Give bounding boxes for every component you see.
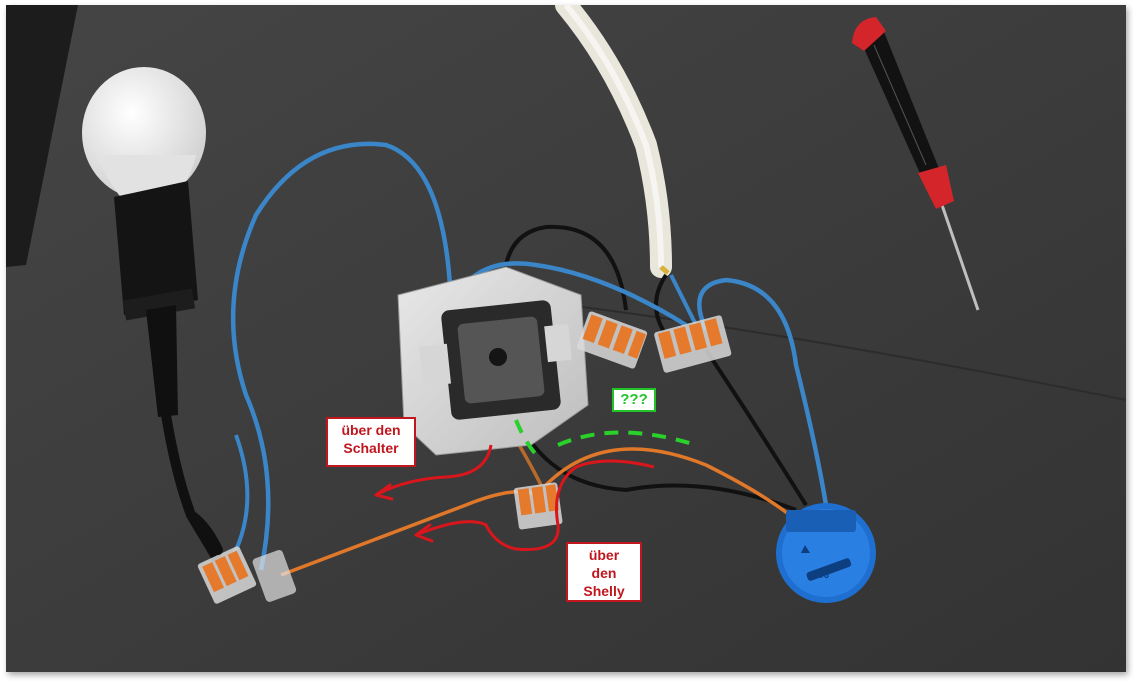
mat-edge-shadow — [6, 5, 78, 267]
mat-crease — [565, 304, 1126, 401]
red-arrow-switch — [374, 444, 493, 501]
wago-connector-middle — [513, 482, 563, 530]
blue-wire-cable — [669, 274, 698, 326]
annotation-via-switch-line1: über den — [341, 422, 401, 438]
screwdriver — [852, 17, 980, 311]
shelly-version-label: V3 — [818, 570, 829, 580]
blue-wire-lamp-loop — [230, 141, 454, 571]
annotation-via-shelly-line1: über — [588, 547, 620, 563]
photo-frame: V3 über den Schalter über den Shelly ??? — [6, 5, 1126, 672]
annotation-via-switch: über den Schalter — [326, 417, 416, 467]
orange-wire-shelly — [544, 447, 798, 522]
wago-connector-left — [576, 311, 648, 369]
light-bulb — [82, 67, 206, 417]
lamp-cable-end — [186, 510, 223, 555]
light-switch-insert — [397, 266, 589, 456]
wago-connector-lamp — [197, 546, 297, 604]
wago-connector-right — [654, 315, 732, 373]
annotation-via-shelly: über den Shelly — [566, 542, 642, 602]
annotation-via-switch-line2: Schalter — [343, 440, 399, 456]
annotation-unknown: ??? — [612, 388, 656, 412]
shelly-module: V3 — [776, 503, 876, 603]
red-arrow-shelly — [414, 459, 655, 551]
annotation-via-shelly-line3: Shelly — [583, 583, 625, 599]
green-dashed-path — [514, 419, 697, 462]
blue-wire-shelly — [697, 277, 829, 506]
white-cable-highlight — [563, 5, 664, 268]
cable-end-yellow — [659, 265, 670, 275]
black-wire-connector-shelly — [704, 348, 808, 507]
annotation-via-shelly-line2: den — [591, 565, 617, 581]
black-wire-switch-shelly — [514, 414, 797, 512]
